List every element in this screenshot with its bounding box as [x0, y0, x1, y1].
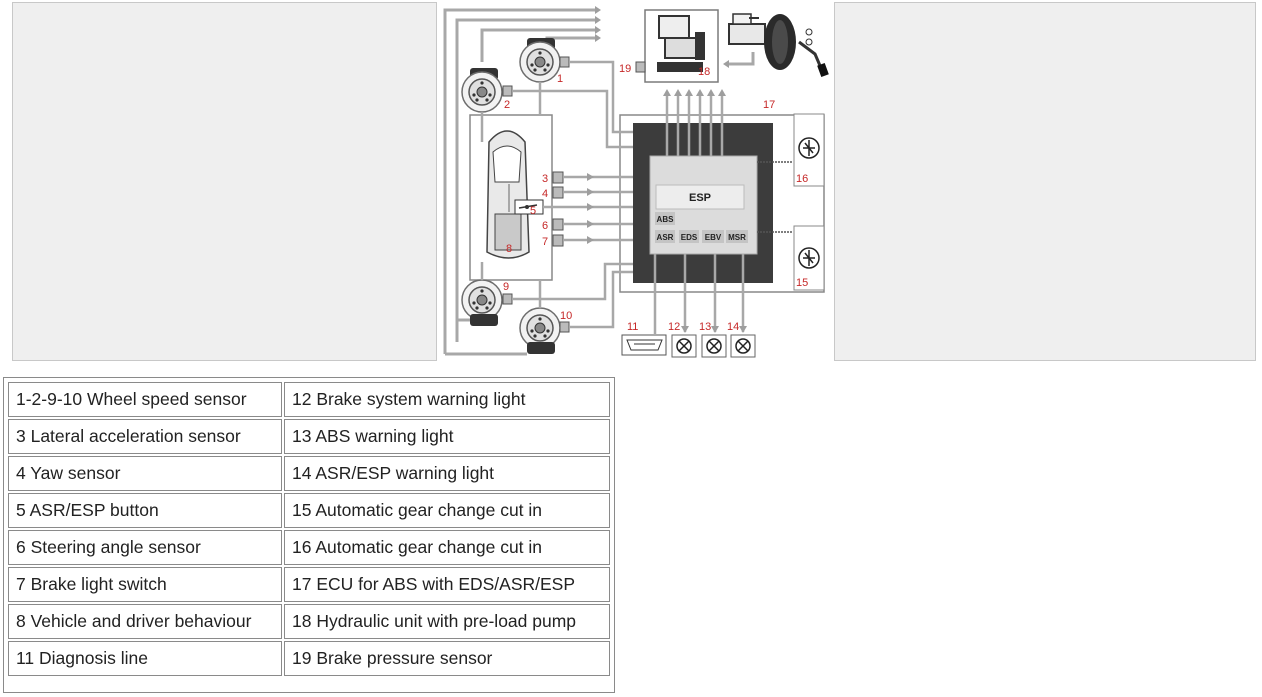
legend-cell: 19 Brake pressure sensor [284, 641, 610, 676]
callout-7: 7 [542, 236, 548, 248]
vehicle-sensors [552, 171, 564, 247]
hydraulic-unit [644, 9, 719, 83]
callout-5: 5 [530, 205, 536, 217]
legend-row: 4 Yaw sensor 14 ASR/ESP warning light [8, 456, 610, 491]
callout-12: 12 [668, 321, 680, 333]
callout-11: 11 [627, 321, 638, 333]
legend-cell: 1-2-9-10 Wheel speed sensor [8, 382, 282, 417]
module-abs: ABS [657, 215, 675, 224]
warning-lights [671, 334, 756, 358]
callout-19: 19 [619, 63, 631, 75]
legend-cell: 8 Vehicle and driver behaviour [8, 604, 282, 639]
callout-15: 15 [796, 277, 808, 289]
legend-cell: 11 Diagnosis line [8, 641, 282, 676]
callout-6: 6 [542, 220, 548, 232]
legend-cell: 6 Steering angle sensor [8, 530, 282, 565]
callout-10: 10 [560, 310, 572, 322]
legend-row: 6 Steering angle sensor 16 Automatic gea… [8, 530, 610, 565]
legend-row: 7 Brake light switch 17 ECU for ABS with… [8, 567, 610, 602]
legend-row: 5 ASR/ESP button 15 Automatic gear chang… [8, 493, 610, 528]
callout-numbers: 1 2 3 4 5 6 7 8 9 10 11 12 13 14 15 16 1… [503, 63, 808, 333]
ecu-modules: ABS ASR EDS EBV MSR [655, 212, 748, 243]
legend-cell: 15 Automatic gear change cut in [284, 493, 610, 528]
callout-18: 18 [698, 66, 710, 78]
module-eds: EDS [681, 233, 698, 242]
legend-cell: 7 Brake light switch [8, 567, 282, 602]
callout-14: 14 [727, 321, 739, 333]
callout-2: 2 [504, 99, 510, 111]
module-msr: MSR [728, 233, 746, 242]
gear-cut-in-15 [793, 225, 825, 291]
callout-9: 9 [503, 281, 509, 293]
car-icon [486, 130, 530, 259]
callout-13: 13 [699, 321, 711, 333]
brake-pressure-sensor [635, 61, 646, 73]
legend-table: 1-2-9-10 Wheel speed sensor 12 Brake sys… [3, 377, 615, 693]
gear-cut-in-16 [793, 113, 825, 187]
wheel-rear-left [461, 279, 513, 326]
legend-cell: 13 ABS warning light [284, 419, 610, 454]
diagnosis-connector [621, 334, 667, 356]
legend-cell: 18 Hydraulic unit with pre-load pump [284, 604, 610, 639]
legend-row: 8 Vehicle and driver behaviour 18 Hydrau… [8, 604, 610, 639]
legend-cell: 17 ECU for ABS with EDS/ASR/ESP [284, 567, 610, 602]
module-ebv: EBV [705, 233, 722, 242]
legend-cell: 12 Brake system warning light [284, 382, 610, 417]
callout-3: 3 [542, 173, 548, 185]
callout-16: 16 [796, 173, 808, 185]
callout-17: 17 [763, 99, 775, 111]
callout-8: 8 [506, 243, 512, 255]
legend-cell: 3 Lateral acceleration sensor [8, 419, 282, 454]
legend-row: 11 Diagnosis line 19 Brake pressure sens… [8, 641, 610, 676]
esp-system-diagram: ESP ABS ASR EDS EBV MSR [436, 2, 835, 361]
module-asr: ASR [657, 233, 674, 242]
legend-row: 1-2-9-10 Wheel speed sensor 12 Brake sys… [8, 382, 610, 417]
legend-cell: 5 ASR/ESP button [8, 493, 282, 528]
legend-cell: 14 ASR/ESP warning light [284, 456, 610, 491]
legend-cell: 16 Automatic gear change cut in [284, 530, 610, 565]
brake-booster [728, 13, 829, 78]
callout-1: 1 [557, 73, 563, 85]
legend-cell: 4 Yaw sensor [8, 456, 282, 491]
callout-4: 4 [542, 188, 548, 200]
legend-row: 3 Lateral acceleration sensor 13 ABS war… [8, 419, 610, 454]
ecu-label: ESP [689, 192, 711, 204]
